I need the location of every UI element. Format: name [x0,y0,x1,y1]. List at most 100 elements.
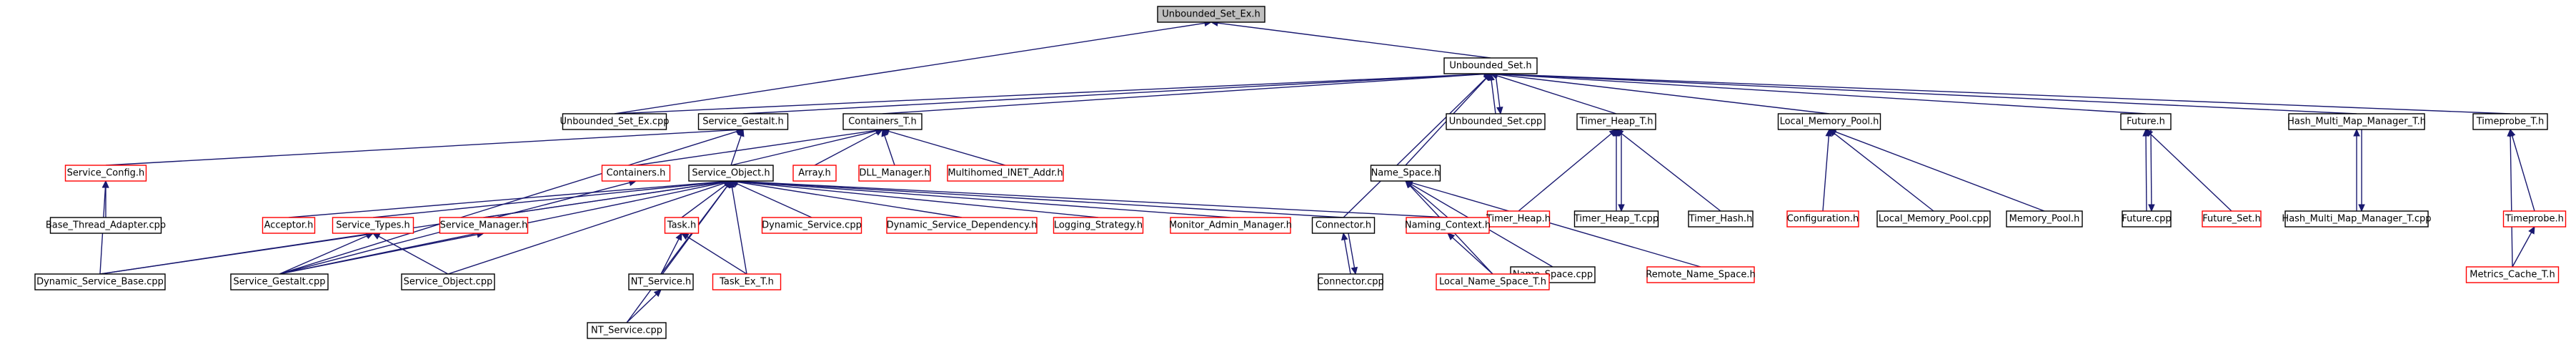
node-base-thread-adapter-cpp[interactable]: Base_Thread_Adapter.cpp [46,217,166,234]
edge-timeprobe-h-to-timeprobe-t-h [2509,128,2535,212]
edge-local-memory-pool-cpp-to-local-memory-pool-h [1829,129,1934,212]
node-service-gestalt-h[interactable]: Service_Gestalt.h [697,113,789,130]
node-label: DLL_Manager.h [859,168,930,179]
node-containers-h[interactable]: Containers.h [601,165,671,182]
node-dynamic-service-dependency-h[interactable]: Dynamic_Service_Dependency.h [886,217,1038,234]
node-box [1573,210,1659,228]
node-label: Timer_Heap_T.cpp [1573,214,1659,225]
node-box [792,165,837,182]
node-connector-h[interactable]: Connector.h [1311,217,1376,234]
node-local-memory-pool-h[interactable]: Local_Memory_Pool.h [1777,113,1881,130]
node-nt-service-h[interactable]: NT_Service.h [628,273,694,290]
node-label: Dynamic_Service.cpp [762,220,862,231]
node-service-manager-h[interactable]: Service_Manager.h [439,217,529,234]
edge-timeprobe-t-h-to-unbounded-set-h [1489,70,2511,114]
node-future-set-h[interactable]: Future_Set.h [2202,210,2262,228]
node-monitor-admin-manager-h[interactable]: Monitor_Admin_Manager.h [1169,217,1292,234]
node-box [1446,113,1546,130]
node-memory-pool-h[interactable]: Memory_Pool.h [2006,210,2083,228]
node-connector-cpp[interactable]: Connector.cpp [1317,273,1384,290]
edge-connector-h-to-connector-cpp [1348,233,1358,275]
node-local-name-space-t-h[interactable]: Local_Name_Space_T.h [1436,273,1550,290]
edge-dll-manager-h-to-containers-t-h [881,128,895,166]
node-box [664,217,700,234]
node-hash-multi-map-manager-t-cpp[interactable]: Hash_Multi_Map_Manager_T.cpp [2282,210,2432,228]
edge-future-set-h-to-future-h [2145,129,2232,212]
node-label: Containers.h [607,168,666,179]
node-unbounded-set-ex-cpp[interactable]: Unbounded_Set_Ex.cpp [560,113,670,130]
node-box [628,273,694,290]
edge-acceptor-h-to-service-object-h [288,178,732,218]
node-box [1436,273,1550,290]
node-configuration-h[interactable]: Configuration.h [1786,210,1859,228]
node-box [64,165,147,182]
node-service-object-h[interactable]: Service_Object.h [688,165,774,182]
node-future-cpp[interactable]: Future.cpp [2122,210,2172,228]
edge-unbounded-set-cpp-to-unbounded-set-h [1488,72,1496,114]
edge-service-gestalt-h-to-unbounded-set-h [742,70,1492,114]
node-label: Local_Memory_Pool.cpp [1879,214,1989,225]
edge-hash-multi-map-manager-t-cpp-to-hash-multi-map-manager-t-h [2353,128,2360,211]
node-future-h[interactable]: Future.h [2120,113,2172,130]
node-service-config-h[interactable]: Service_Config.h [64,165,147,182]
edge-nt-service-h-to-task-h [660,232,682,275]
node-hash-multi-map-manager-t-h[interactable]: Hash_Multi_Map_Manager_T.h [2287,113,2426,130]
node-timer-heap-h[interactable]: Timer_Heap.h [1486,210,1551,228]
node-box [712,273,782,290]
node-label: Connector.h [1316,220,1371,231]
edge-unbounded-set-h-to-unbounded-set-cpp [1495,73,1503,115]
node-box [1311,217,1376,234]
node-label: NT_Service.h [631,277,692,288]
node-label: Service_Gestalt.h [702,117,784,127]
edge-dynamic-service-base-cpp-to-service-types-h [99,230,374,275]
node-dynamic-service-base-cpp[interactable]: Dynamic_Service_Base.cpp [34,273,166,290]
node-timeprobe-t-h[interactable]: Timeprobe_T.h [2472,113,2548,130]
node-unbounded-set-ex-h: Unbounded_Set_Ex.h [1157,6,1265,23]
node-label: Naming_Context.h [1405,220,1491,231]
node-local-memory-pool-cpp[interactable]: Local_Memory_Pool.cpp [1876,210,1991,228]
node-box [1157,6,1265,23]
node-label: Configuration.h [1787,214,1859,225]
node-label: Local_Memory_Pool.h [1780,117,1879,127]
node-label: Metrics_Cache_T.h [2470,270,2555,280]
node-naming-context-h[interactable]: Naming_Context.h [1405,217,1491,234]
node-timeprobe-h[interactable]: Timeprobe.h [2502,210,2567,228]
node-timer-hash-h[interactable]: Timer_Hash.h [1688,210,1754,228]
node-multihomed-inet-addr-h[interactable]: Multihomed_INET_Addr.h [947,165,1064,182]
node-box [1876,210,1991,228]
edge-naming-context-h-to-name-space-h [1405,180,1448,218]
node-containers-t-h[interactable]: Containers_T.h [842,113,923,130]
node-label: Service_Object.h [692,168,770,179]
node-dynamic-service-cpp[interactable]: Dynamic_Service.cpp [761,217,862,234]
node-timer-heap-t-cpp[interactable]: Timer_Heap_T.cpp [1573,210,1659,228]
node-box [1646,266,1755,283]
node-service-gestalt-cpp[interactable]: Service_Gestalt.cpp [230,273,329,290]
node-unbounded-set-cpp[interactable]: Unbounded_Set.cpp [1446,113,1546,130]
node-service-types-h[interactable]: Service_Types.h [332,217,414,234]
edge-timer-hash-h-to-timer-heap-t-h [1616,129,1721,212]
edge-service-object-h-to-service-gestalt-h [730,128,745,166]
node-metrics-cache-t-h[interactable]: Metrics_Cache_T.h [2465,266,2560,283]
node-label: Future.cpp [2122,214,2171,225]
node-box [1053,217,1144,234]
node-service-object-cpp[interactable]: Service_Object.cpp [401,273,495,290]
edge-memory-pool-h-to-local-memory-pool-h [1828,128,2045,212]
node-logging-strategy-h[interactable]: Logging_Strategy.h [1053,217,1144,234]
node-array-h[interactable]: Array.h [792,165,837,182]
node-nt-service-cpp[interactable]: NT_Service.cpp [587,322,667,339]
node-remote-name-space-h[interactable]: Remote_Name_Space.h [1646,266,1756,283]
node-task-ex-t-h[interactable]: Task_Ex_T.h [712,273,782,290]
node-name-space-h[interactable]: Name_Space.h [1370,165,1441,182]
node-label: Task_Ex_T.h [719,277,774,288]
edge-timer-heap-t-h-to-timer-heap-t-cpp [1618,129,1625,212]
node-box [2288,113,2425,130]
node-dll-manager-h[interactable]: DLL_Manager.h [858,165,931,182]
node-timer-heap-t-h[interactable]: Timer_Heap_T.h [1576,113,1656,130]
node-box [947,165,1064,182]
node-box [262,217,316,234]
node-acceptor-h[interactable]: Acceptor.h [262,217,316,234]
node-box [842,113,923,130]
node-task-h[interactable]: Task.h [664,217,700,234]
node-unbounded-set-h[interactable]: Unbounded_Set.h [1443,57,1538,74]
node-label: Unbounded_Set.cpp [1449,117,1543,127]
